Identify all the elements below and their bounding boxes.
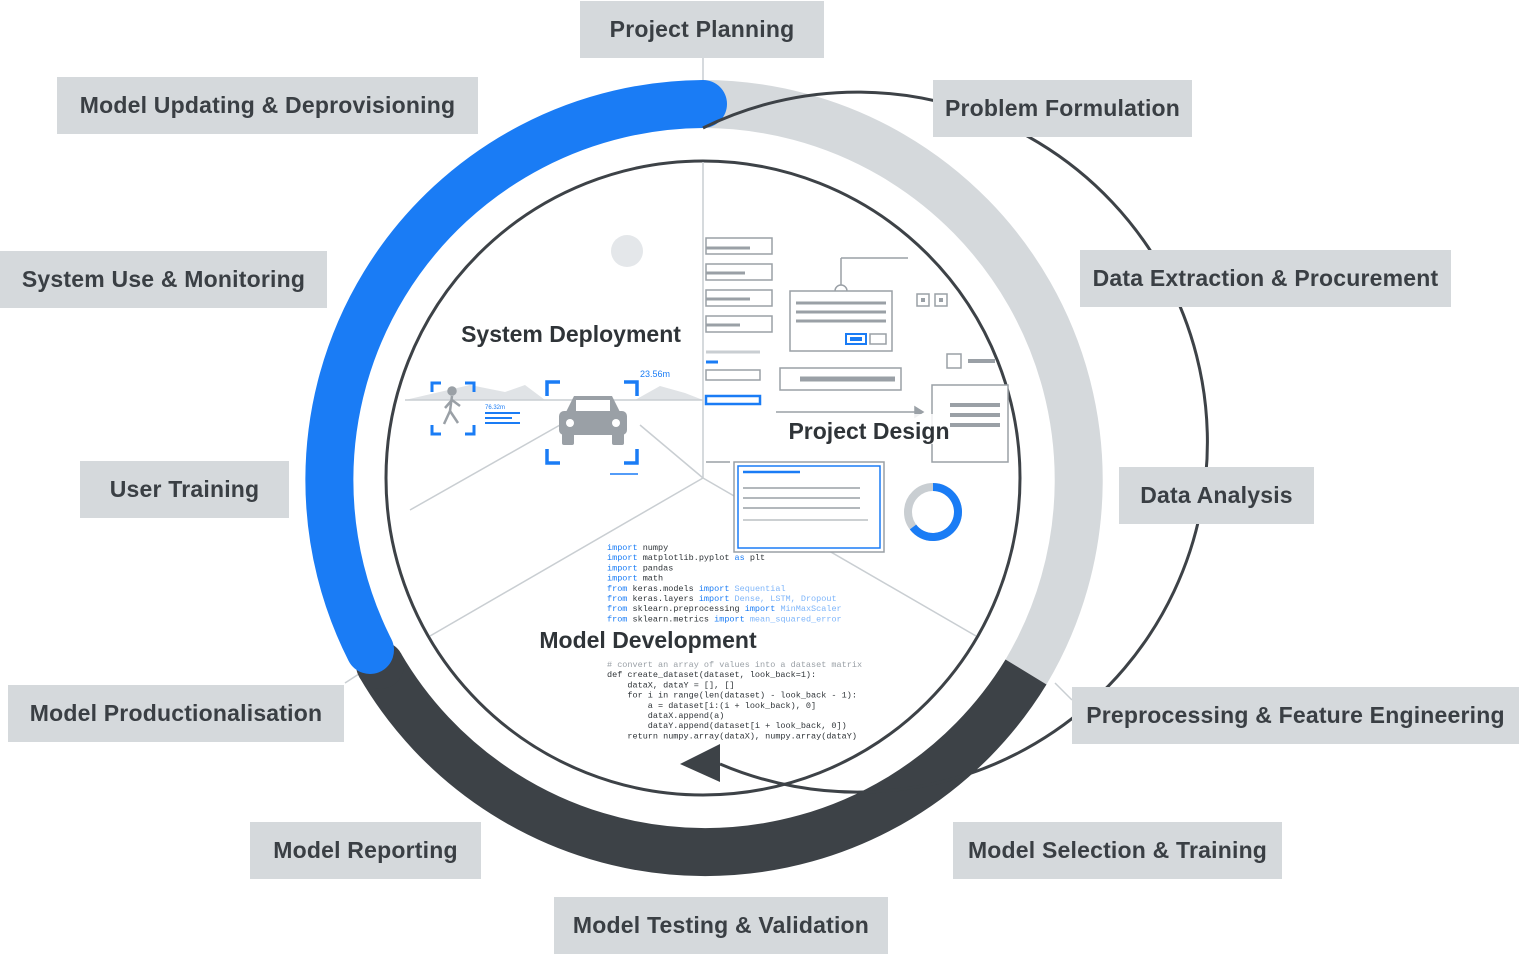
phase-title-model-development: Model Development [539,627,757,653]
code-line: a = dataset[i:(i + look_back), 0] [607,701,816,711]
project-design-illustration [704,237,1009,553]
code-line: dataX, dataY = [], [] [607,680,735,690]
code-line: import matplotlib.pyplot as plt [607,553,765,563]
stage-model-selection-training: Model Selection & Training [953,822,1282,879]
small-readout: 76.32m [485,405,505,411]
mountains-right-shape [635,386,703,400]
code-line: dataX.append(a) [607,711,724,721]
blue-outer-arc [305,80,727,674]
code-line: # convert an array of values into a data… [607,660,862,670]
stage-data-analysis: Data Analysis [1119,467,1314,524]
phase-title-project-design: Project Design [788,418,949,444]
pedestrian-detection-box [430,381,476,436]
sun-shape [611,235,643,267]
dark-outer-arc [359,652,1047,877]
mountains-shape [405,385,545,400]
phase-title-system-deployment: System Deployment [461,321,681,347]
code-line: from keras.models import Sequential [607,584,786,594]
inner-arrow-ring [702,90,1209,794]
stage-project-planning: Project Planning [580,1,824,58]
stage-data-extraction-procurement: Data Extraction & Procurement [1080,250,1451,307]
code-line: dataY.append(dataset[i + look_back, 0]) [607,721,847,731]
stage-problem-formulation: Problem Formulation [933,80,1192,137]
code-line: from sklearn.metrics import mean_squared… [607,614,842,624]
code-line: import pandas [607,563,673,573]
code-block-function: # convert an array of values into a data… [607,660,862,741]
system-deployment-illustration: 76.32m 23.56m [405,235,704,511]
code-line: from keras.layers import Dense, LSTM, Dr… [607,594,837,604]
light-outer-arc [679,80,1103,696]
stage-model-reporting: Model Reporting [250,822,481,879]
car-icon [559,396,627,445]
car-detection-box [545,380,639,465]
code-line: import numpy [607,543,668,553]
stage-model-testing-validation: Model Testing & Validation [554,897,888,954]
stage-system-use-monitoring: System Use & Monitoring [0,251,327,308]
code-line: for i in range(len(dataset) - look_back … [607,691,857,701]
stage-model-productionalisation: Model Productionalisation [8,685,344,742]
stage-preprocessing-feature-engineering: Preprocessing & Feature Engineering [1072,687,1519,744]
code-line: return numpy.array(dataX), numpy.array(d… [607,731,857,741]
code-line: def create_dataset(dataset, look_back=1)… [607,670,816,680]
stage-model-updating-deprovisioning: Model Updating & Deprovisioning [57,77,478,134]
inner-arrow-head [680,744,720,782]
readout-lines [485,412,520,424]
code-line: from sklearn.preprocessing import MinMax… [607,604,842,614]
code-line: import math [607,574,663,584]
stage-user-training: User Training [80,461,289,518]
distance-readout: 23.56m [640,369,670,379]
pedestrian-icon [442,386,461,425]
